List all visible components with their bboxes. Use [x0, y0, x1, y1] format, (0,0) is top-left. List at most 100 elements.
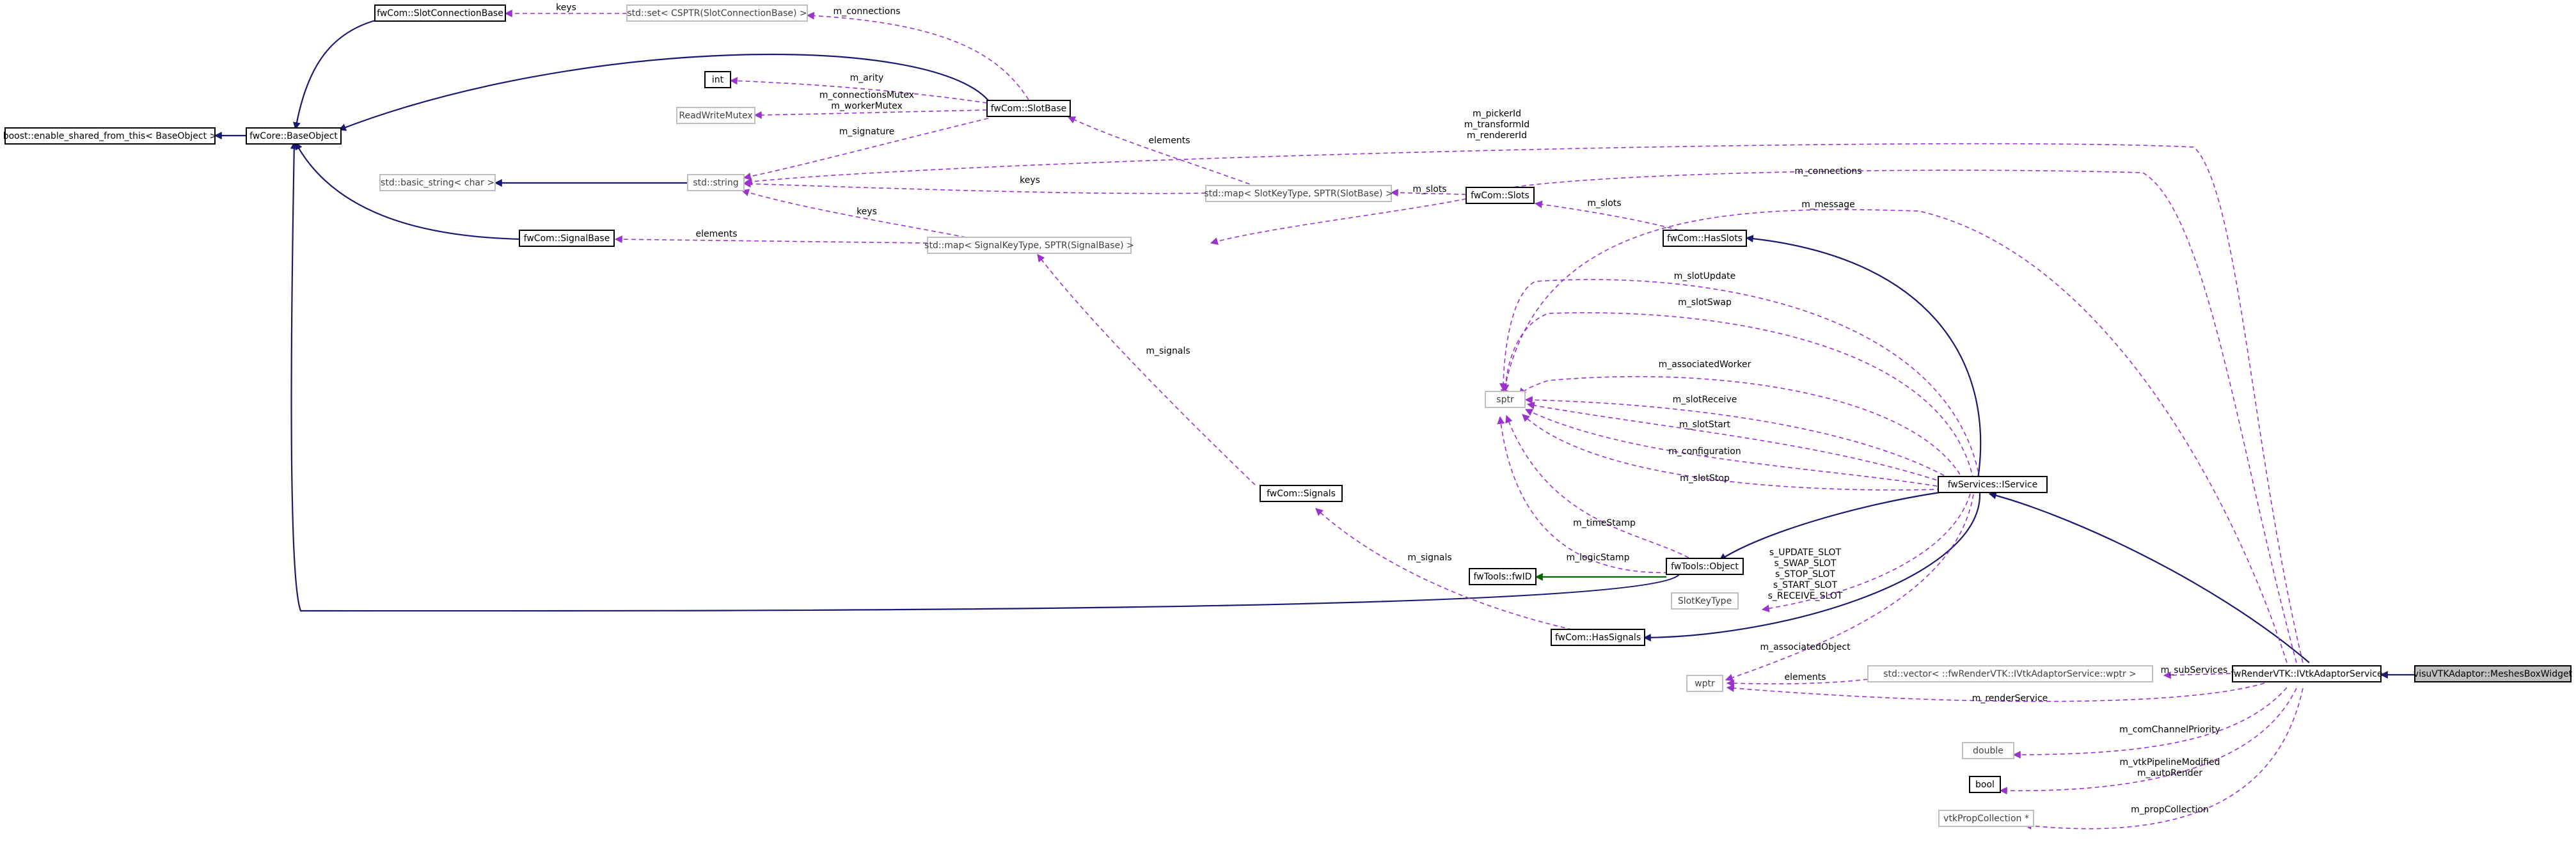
node-fwtools-fwid[interactable]: fwTools::fwID	[1469, 568, 1537, 585]
label-s-update-slot: s_UPDATE_SLOT	[1769, 548, 1842, 558]
node-double[interactable]: double	[1962, 742, 2014, 759]
edge-inherit-iservice-object	[1718, 491, 1940, 561]
label-m-configuration: m_configuration	[1668, 446, 1741, 457]
edge-m-slotstart	[1526, 401, 1952, 485]
edge-m-logicstamp	[1497, 416, 1677, 574]
label-elements-1: elements	[1148, 136, 1190, 146]
label-s-swap-slot: s_SWAP_SLOT	[1774, 558, 1836, 569]
label-m-associatedworker: m_associatedWorker	[1659, 359, 1751, 370]
label-m-comchannelpriority: m_comChannelPriority	[2119, 725, 2220, 735]
label-m-signature: m_signature	[839, 127, 895, 137]
edge-m-connections-1	[806, 12, 1029, 100]
node-sptr[interactable]: sptr	[1485, 391, 1526, 408]
label-s-stop-slot: s_STOP_SLOT	[1775, 569, 1835, 579]
node-enable-shared-from-this[interactable]: boost::enable_shared_from_this< BaseObje…	[3, 127, 217, 145]
label-m-autorender: m_autoRender	[2137, 768, 2202, 778]
label-m-slotswap: m_slotSwap	[1678, 297, 1732, 308]
label-m-associatedobject: m_associatedObject	[1760, 642, 1851, 652]
svg-text:fwCom::HasSignals: fwCom::HasSignals	[1555, 633, 1641, 643]
node-slot-connection-base[interactable]: fwCom::SlotConnectionBase	[374, 4, 506, 22]
node-has-slots[interactable]: fwCom::HasSlots	[1663, 230, 1747, 247]
node-basic-string[interactable]: std::basic_string< char >	[379, 174, 496, 191]
edge-keys-2	[743, 180, 1206, 194]
label-m-slotupdate: m_slotUpdate	[1674, 271, 1736, 281]
label-m-propcollection: m_propCollection	[2131, 805, 2209, 815]
edge-m-slots-1	[1390, 189, 1467, 197]
label-m-logicstamp: m_logicStamp	[1566, 553, 1629, 563]
node-slot-base[interactable]: fwCom::SlotBase	[986, 100, 1071, 117]
edge-m-timestamp	[1505, 414, 1689, 558]
label-m-vtkpipelinemodified: m_vtkPipelineModified	[2119, 757, 2220, 768]
node-slots[interactable]: fwCom::Slots	[1466, 187, 1535, 204]
edge-m-propcollection	[2023, 688, 2303, 830]
edge-inherit-slotconnectionbase	[292, 19, 378, 130]
svg-text:bool: bool	[1975, 780, 1995, 790]
svg-text:fwCom::SlotBase: fwCom::SlotBase	[991, 104, 1066, 114]
node-readwritemutex[interactable]: ReadWriteMutex	[676, 107, 755, 124]
svg-text:visuVTKAdaptor::MeshesBoxWidge: visuVTKAdaptor::MeshesBoxWidget	[2414, 669, 2573, 679]
label-picker-id: m_pickerId	[1473, 109, 1521, 119]
node-fwtools-object[interactable]: fwTools::Object	[1666, 558, 1744, 575]
node-int[interactable]: int	[704, 71, 731, 88]
label-elements-2: elements	[695, 229, 737, 239]
svg-text:wptr: wptr	[1695, 679, 1715, 689]
edge-m-associatedworker	[1519, 376, 1964, 482]
node-map-signal[interactable]: std::map< SignalKeyType, SPTR(SignalBase…	[924, 237, 1134, 254]
node-signal-base[interactable]: fwCom::SignalBase	[519, 230, 615, 247]
label-s-start-slot: s_START_SLOT	[1773, 580, 1838, 590]
svg-text:fwCom::SlotConnectionBase: fwCom::SlotConnectionBase	[377, 8, 503, 19]
node-vtkpropcollection[interactable]: vtkPropCollection *	[1938, 810, 2034, 827]
edge-m-signature	[743, 118, 989, 180]
edge-m-comchannelpriority	[2012, 687, 2288, 759]
node-wptr[interactable]: wptr	[1686, 675, 1723, 692]
label-m-message: m_message	[1801, 200, 1855, 210]
edge-inherit-fwtools-object	[290, 141, 1680, 612]
edge-inherit-slotbase	[338, 53, 989, 131]
edge-elements-1	[1067, 116, 1258, 187]
label-m-connections-2: m_connections	[1794, 166, 1861, 177]
edge-m-slotupdate	[1499, 279, 1980, 480]
svg-text:fwCom::Signals: fwCom::Signals	[1267, 489, 1336, 499]
svg-text:fwTools::Object: fwTools::Object	[1671, 562, 1739, 572]
label-renderer-id: m_rendererId	[1467, 130, 1527, 141]
edge-m-message	[1500, 209, 2288, 663]
node-ivtk-adaptor-service[interactable]: fwRenderVTK::IVtkAdaptorService	[2231, 665, 2383, 682]
node-vector-wptr[interactable]: std::vector< ::fwRenderVTK::IVtkAdaptorS…	[1867, 665, 2153, 682]
edge-inherit-has-slots	[1745, 235, 1982, 480]
edge-m-configuration	[1524, 409, 1945, 488]
label-m-signals-1: m_signals	[1146, 346, 1190, 356]
svg-text:fwTools::fwID: fwTools::fwID	[1473, 572, 1531, 582]
label-mutex-1: m_connectionsMutex	[819, 90, 914, 100]
edge-inherit-has-signals	[1643, 492, 1981, 642]
node-iservice[interactable]: fwServices::IService	[1938, 476, 2048, 493]
edge-elements-3	[1726, 679, 1869, 688]
node-set-cs[interactable]: std::set< CSPTR(SlotConnectionBase) >	[626, 4, 808, 22]
label-keys-2: keys	[1020, 175, 1040, 185]
node-signals[interactable]: fwCom::Signals	[1260, 485, 1343, 502]
edge-m-signals-1	[1037, 254, 1256, 485]
svg-text:fwCom::HasSlots: fwCom::HasSlots	[1667, 233, 1742, 244]
node-has-signals[interactable]: fwCom::HasSignals	[1551, 629, 1645, 646]
svg-text:fwCom::Slots: fwCom::Slots	[1471, 191, 1529, 201]
label-keys-3: keys	[857, 207, 877, 217]
node-map-slot[interactable]: std::map< SlotKeyType, SPTR(SlotBase) >	[1204, 185, 1393, 202]
node-meshes-box-widget[interactable]: visuVTKAdaptor::MeshesBoxWidget	[2414, 665, 2573, 682]
edge-inherit-signalbase	[295, 141, 522, 240]
label-mutex-2: m_workerMutex	[831, 101, 902, 111]
svg-text:std::set< CSPTR(SlotConnection: std::set< CSPTR(SlotConnectionBase) >	[627, 8, 807, 19]
edge-m-slotstop	[1522, 414, 1942, 491]
label-m-slots-1: m_slots	[1412, 184, 1446, 194]
edge-m-subservices	[2163, 671, 2231, 679]
svg-text:int: int	[712, 75, 724, 85]
svg-text:std::map< SlotKeyType, SPTR(Sl: std::map< SlotKeyType, SPTR(SlotBase) >	[1204, 189, 1393, 199]
label-s-receive-slot: s_RECEIVE_SLOT	[1768, 591, 1843, 601]
edge-m-slots-2	[1534, 200, 1680, 231]
edge-m-connections-2	[1210, 169, 2297, 663]
node-bool[interactable]: bool	[1969, 776, 2001, 793]
svg-text:std::map< SignalKeyType, SPTR(: std::map< SignalKeyType, SPTR(SignalBase…	[924, 240, 1134, 251]
label-m-renderservice: m_renderService	[1972, 693, 2048, 704]
node-std-string[interactable]: std::string	[687, 174, 745, 191]
label-transform-id: m_transformId	[1464, 120, 1529, 130]
node-base-object[interactable]: fwCore::BaseObject	[246, 127, 342, 145]
node-slotkeytype[interactable]: SlotKeyType	[1671, 592, 1739, 610]
